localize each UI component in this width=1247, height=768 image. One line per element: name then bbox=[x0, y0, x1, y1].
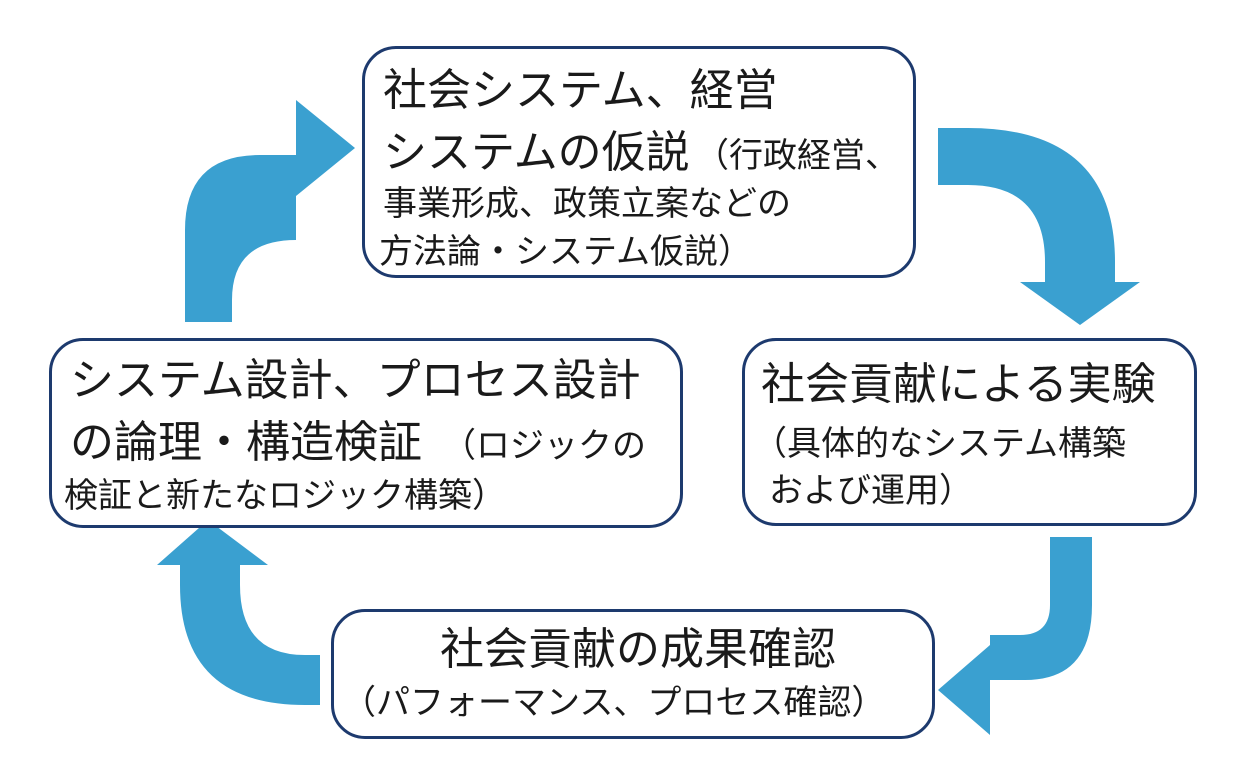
left-line-1: システム設計、プロセス設計 bbox=[70, 355, 641, 406]
top-line-2-sub: （行政経営、 bbox=[695, 136, 899, 176]
right-sub-2: および運用） bbox=[769, 471, 973, 511]
arrow-bottom-to-left bbox=[157, 520, 320, 705]
left-line-2-main: の論理・構造検証 bbox=[70, 417, 422, 468]
top-line-4: 方法論・システム仮説） bbox=[379, 232, 752, 272]
arrow-left-to-top bbox=[185, 100, 355, 322]
bottom-sub: （パフォーマンス、プロセス確認） bbox=[342, 683, 886, 723]
left-box: システム設計、プロセス設計 の論理・構造検証 （ロジックの 検証と新たなロジック… bbox=[49, 338, 683, 528]
top-line-3: 事業形成、政策立案などの bbox=[383, 184, 791, 224]
top-box: 社会システム、経営 システムの仮説 （行政経営、 事業形成、政策立案などの 方法… bbox=[362, 46, 916, 278]
left-line-3: 検証と新たなロジック構築） bbox=[64, 476, 506, 516]
bottom-title: 社会貢献の成果確認 bbox=[440, 624, 836, 675]
right-sub-1: （具体的なシステム構築 bbox=[753, 424, 1126, 464]
top-line-2-main: システムの仮説 bbox=[383, 127, 690, 178]
top-line-1: 社会システム、経営 bbox=[383, 65, 778, 116]
right-title: 社会貢献による実験 bbox=[761, 359, 1156, 410]
bottom-box: 社会貢献の成果確認 （パフォーマンス、プロセス確認） bbox=[331, 609, 935, 739]
arrow-top-to-right bbox=[938, 128, 1140, 325]
arrow-right-to-bottom bbox=[938, 537, 1092, 735]
right-box: 社会貢献による実験 （具体的なシステム構築 および運用） bbox=[742, 338, 1197, 526]
left-line-2-sub: （ロジックの bbox=[442, 426, 646, 466]
